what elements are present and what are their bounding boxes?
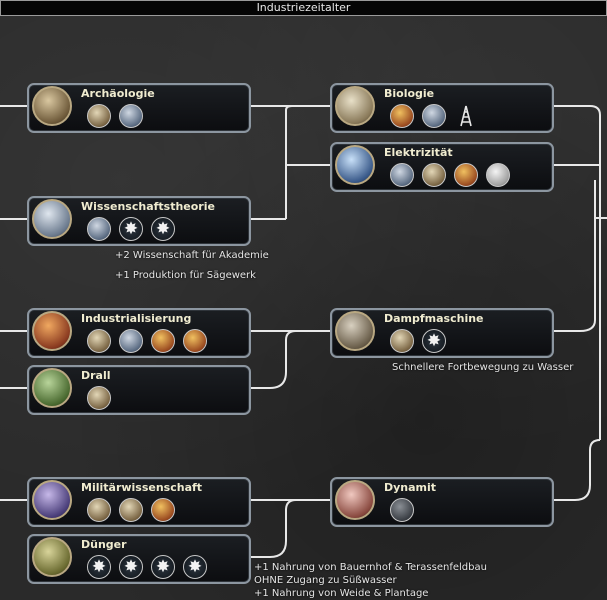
forge-icon[interactable] <box>183 329 207 353</box>
rifling-portrait-icon <box>32 368 72 408</box>
star-bonus-icon[interactable]: ✸ <box>87 555 111 579</box>
tech-card-dampfmaschine[interactable]: Dampfmaschine ✸ <box>330 308 554 358</box>
stock-exchange-icon[interactable] <box>390 163 414 187</box>
industry-portrait-icon <box>32 311 72 351</box>
rifleman-icon[interactable] <box>87 386 111 410</box>
harbor-icon[interactable] <box>454 163 478 187</box>
laboratory-icon[interactable] <box>422 104 446 128</box>
tech-note: Schnellere Fortbewegung zu Wasser <box>392 362 574 373</box>
tech-name: Dampfmaschine <box>384 312 484 325</box>
tech-name: Wissenschaftstheorie <box>81 200 215 213</box>
tech-name: Industrialisierung <box>81 312 192 325</box>
artillery-icon[interactable] <box>390 498 414 522</box>
tech-card-duenger[interactable]: Dünger ✸ ✸ ✸ ✸ <box>27 534 251 584</box>
tech-card-drall[interactable]: Drall <box>27 365 251 415</box>
star-bonus-icon[interactable]: ✸ <box>422 329 446 353</box>
fertilizer-portrait-icon <box>32 537 72 577</box>
tech-card-archaeologie[interactable]: Archäologie <box>27 83 251 133</box>
star-bonus-icon[interactable]: ✸ <box>151 555 175 579</box>
star-bonus-icon[interactable]: ✸ <box>151 217 175 241</box>
tech-name: Biologie <box>384 87 435 100</box>
biology-portrait-icon <box>335 86 375 126</box>
temple-icon[interactable] <box>119 104 143 128</box>
tech-card-dynamit[interactable]: Dynamit <box>330 477 554 527</box>
tech-card-wissenschaftstheorie[interactable]: Wissenschaftstheorie ✸ ✸ <box>27 196 251 246</box>
oil-rig-icon[interactable] <box>454 104 478 128</box>
dam-icon[interactable] <box>422 163 446 187</box>
tech-card-elektrizitaet[interactable]: Elektrizität <box>330 142 554 192</box>
tech-card-militaerwissenschaft[interactable]: Militärwissenschaft <box>27 477 251 527</box>
tech-name: Archäologie <box>81 87 155 100</box>
oil-rig-shape <box>460 105 472 127</box>
electricity-portrait-icon <box>335 145 375 185</box>
tech-note: +1 Nahrung von Bauernhof & Terassenfeldb… <box>254 562 487 573</box>
scientist-portrait-icon <box>32 199 72 239</box>
tech-note: +2 Wissenschaft für Akademie <box>115 250 269 261</box>
tech-note: +1 Nahrung von Weide & Plantage <box>254 588 429 599</box>
star-bonus-icon[interactable]: ✸ <box>183 555 207 579</box>
gatling-icon[interactable] <box>87 329 111 353</box>
tech-name: Dynamit <box>384 481 437 494</box>
railroad-icon[interactable] <box>390 329 414 353</box>
steam-engine-portrait-icon <box>335 311 375 351</box>
tech-name: Drall <box>81 369 111 382</box>
cavalry-icon[interactable] <box>87 498 111 522</box>
archaeology-portrait-icon <box>32 86 72 126</box>
factory-icon[interactable] <box>119 329 143 353</box>
tech-note: +1 Produktion für Sägewerk <box>115 270 256 281</box>
museum-icon[interactable] <box>87 104 111 128</box>
military-science-portrait-icon <box>32 480 72 520</box>
tech-note: OHNE Zugang zu Süßwasser <box>254 575 397 586</box>
aluminum-icon[interactable] <box>486 163 510 187</box>
star-bonus-icon[interactable]: ✸ <box>119 217 143 241</box>
dynamite-portrait-icon <box>335 480 375 520</box>
hospital-icon[interactable] <box>390 104 414 128</box>
era-title: Industriezeitalter <box>256 1 351 14</box>
star-bonus-icon[interactable]: ✸ <box>119 555 143 579</box>
era-header: Industriezeitalter <box>0 0 607 16</box>
tech-name: Dünger <box>81 538 127 551</box>
building-icon[interactable] <box>151 329 175 353</box>
soldiers-icon[interactable] <box>119 498 143 522</box>
tech-name: Militärwissenschaft <box>81 481 203 494</box>
tech-card-industrialisierung[interactable]: Industrialisierung <box>27 308 251 358</box>
military-academy-icon[interactable] <box>151 498 175 522</box>
tech-card-biologie[interactable]: Biologie <box>330 83 554 133</box>
tech-name: Elektrizität <box>384 146 453 159</box>
academy-icon[interactable] <box>87 217 111 241</box>
